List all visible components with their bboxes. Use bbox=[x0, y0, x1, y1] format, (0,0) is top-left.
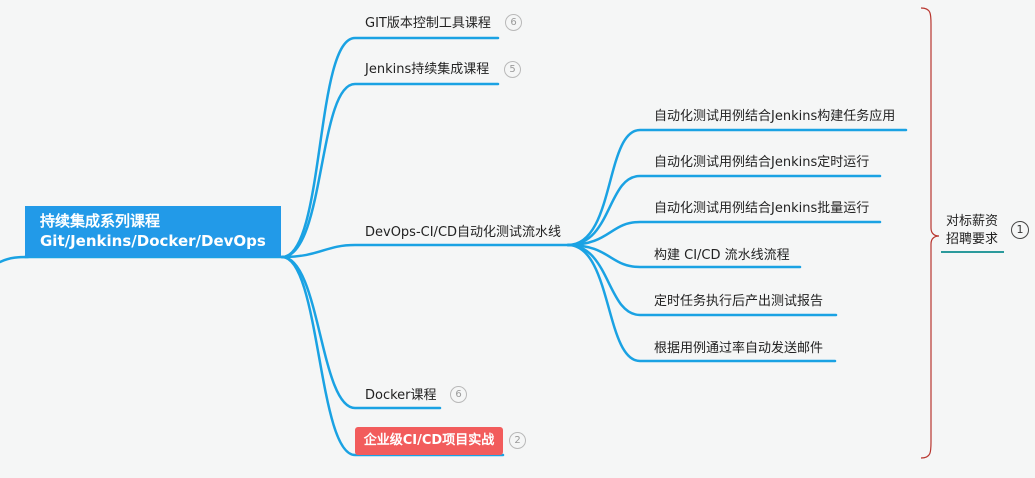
devops-child-5[interactable]: 定时任务执行后产出测试报告 bbox=[654, 294, 824, 309]
root-title: 持续集成系列课程 bbox=[40, 212, 161, 230]
link-jenkins bbox=[280, 82, 500, 259]
branch-enterprise-count-badge[interactable]: 2 bbox=[509, 432, 526, 449]
devops-child-6[interactable]: 根据用例通过率自动发送邮件 bbox=[654, 341, 824, 356]
root-left-link bbox=[0, 255, 30, 264]
summary-line-2: 招聘要求 bbox=[946, 232, 999, 247]
summary-node[interactable]: 对标薪资 招聘要求 bbox=[946, 213, 998, 249]
link-git bbox=[280, 36, 500, 259]
branch-git-count-badge[interactable]: 6 bbox=[505, 14, 522, 31]
branch-jenkins[interactable]: Jenkins持续集成课程 bbox=[365, 62, 490, 77]
link-docker bbox=[280, 255, 442, 410]
root-subtitle: Git/Jenkins/Docker/DevOps bbox=[40, 232, 266, 250]
branch-git[interactable]: GIT版本控制工具课程 bbox=[365, 16, 491, 31]
link-enterprise bbox=[280, 255, 505, 457]
branch-docker[interactable]: Docker课程 bbox=[365, 388, 437, 403]
link-child-2 bbox=[566, 174, 882, 247]
devops-child-1[interactable]: 自动化测试用例结合Jenkins构建任务应用 bbox=[654, 109, 896, 124]
devops-child-3[interactable]: 自动化测试用例结合Jenkins批量运行 bbox=[654, 201, 870, 216]
summary-bracket bbox=[920, 7, 940, 459]
summary-count-badge[interactable]: 1 bbox=[1011, 221, 1029, 239]
branch-docker-count-badge[interactable]: 6 bbox=[450, 386, 467, 403]
branch-enterprise-project[interactable]: 企业级CI/CD项目实战 bbox=[355, 427, 503, 455]
link-child-6 bbox=[566, 243, 837, 363]
link-child-4 bbox=[566, 243, 802, 269]
branch-devops[interactable]: DevOps-CI/CD自动化测试流水线 bbox=[365, 225, 562, 240]
link-devops bbox=[280, 243, 570, 259]
devops-child-2[interactable]: 自动化测试用例结合Jenkins定时运行 bbox=[654, 155, 870, 170]
link-child-3 bbox=[566, 220, 882, 247]
devops-child-4[interactable]: 构建 CI/CD 流水线流程 bbox=[654, 248, 790, 263]
summary-line-1: 对标薪资 bbox=[946, 214, 999, 229]
branch-jenkins-count-badge[interactable]: 5 bbox=[504, 61, 521, 78]
root-node[interactable]: 持续集成系列课程 Git/Jenkins/Docker/DevOps bbox=[25, 206, 281, 257]
link-child-1 bbox=[566, 128, 908, 247]
